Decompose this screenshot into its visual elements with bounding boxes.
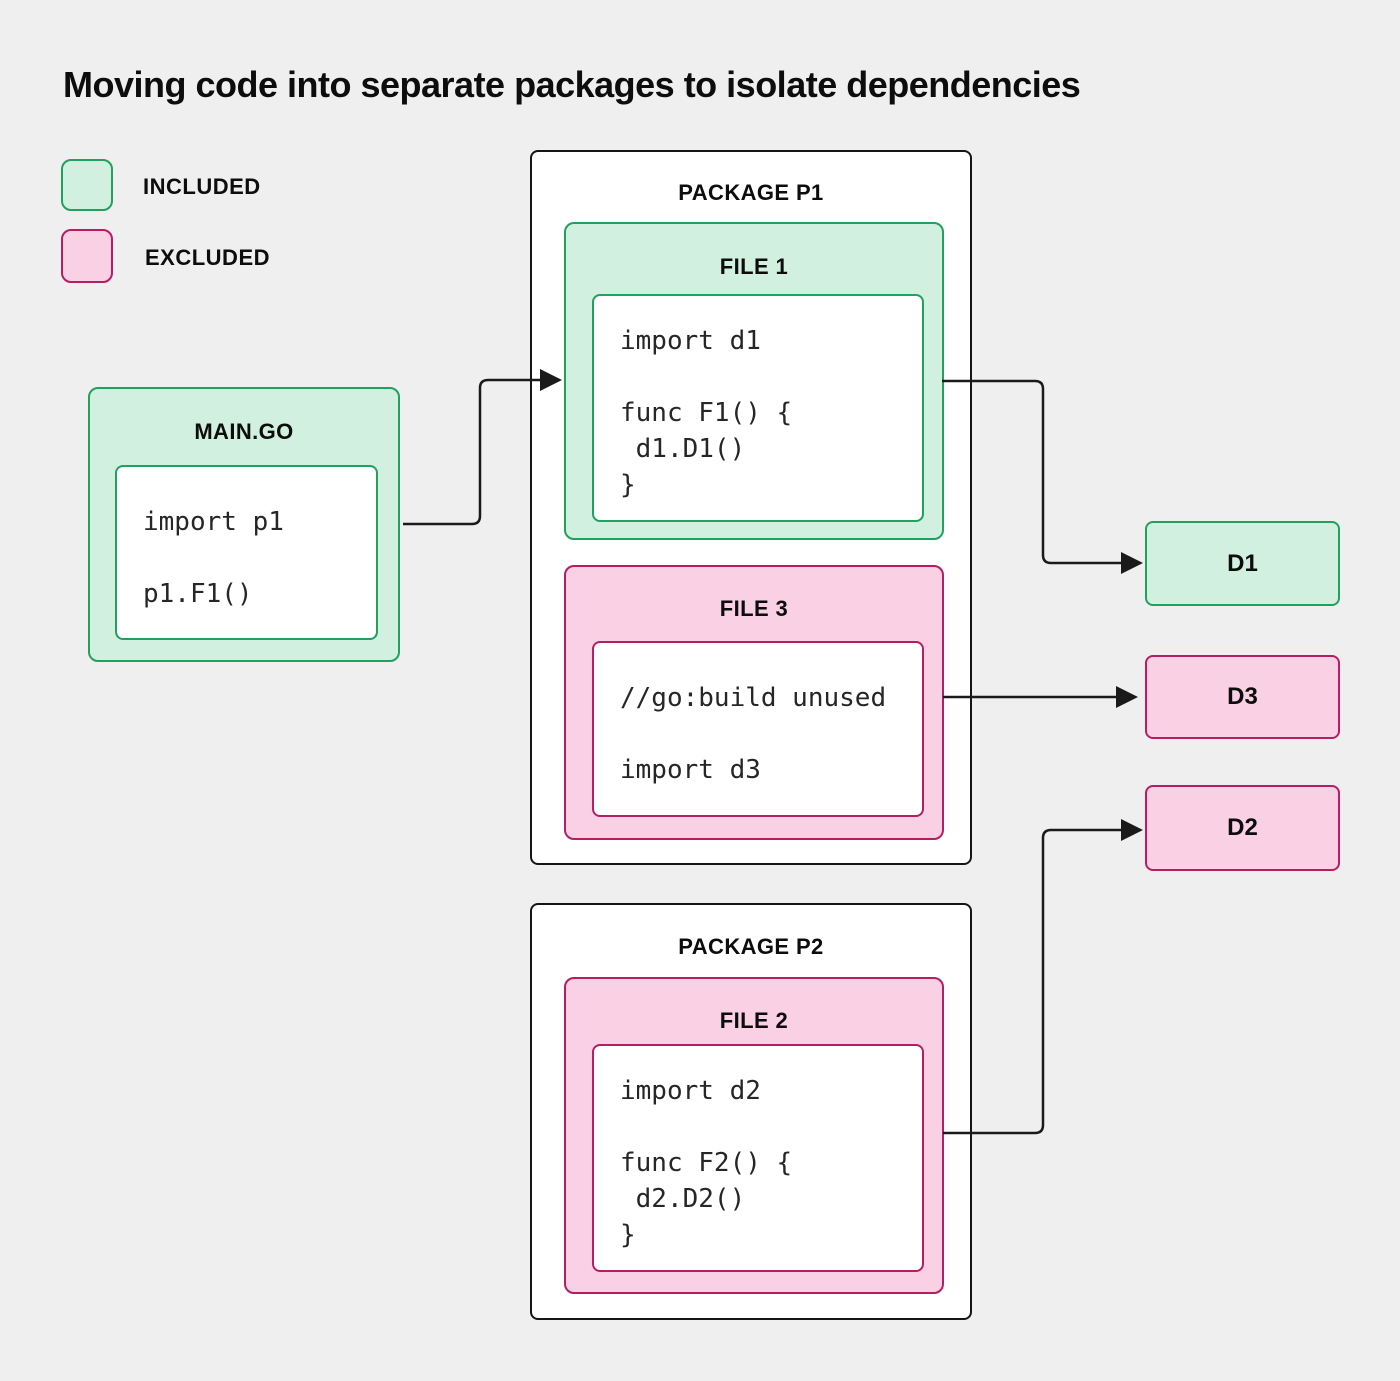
file2-title: FILE 2 [719,1008,789,1033]
d2-label: D2 [1227,814,1258,841]
arrowhead-icon [1121,819,1143,841]
arrow-file1-to-d1 [942,379,1143,574]
main-go-title: MAIN.GO [194,419,294,444]
page-title: Moving code into separate packages to is… [63,64,1081,105]
package-p2-box: PACKAGE P2 FILE 2 import d2 func F2() { … [530,903,972,1320]
file3-code: //go:build unused import d3 [620,683,887,785]
d2-box: D2 [1145,785,1340,871]
file3-title: FILE 3 [719,596,789,621]
d3-label: D3 [1227,683,1258,710]
arrowhead-icon [1116,686,1138,708]
main-go-code: import p1 p1.F1() [143,506,284,609]
arrow-file2-to-d2 [943,819,1143,1135]
file2-code-box: import d2 func F2() { d2.D2() } [592,1044,924,1272]
arrow-file3-to-d3 [943,686,1138,708]
file1-code-box: import d1 func F1() { d1.D1() } [592,294,924,522]
d1-label: D1 [1227,549,1258,577]
legend-excluded-label: EXCLUDED [145,245,271,270]
file1-box: FILE 1 import d1 func F1() { d1.D1() } [564,222,944,540]
package-p1-box: PACKAGE P1 FILE 1 import d1 func F1() { … [530,150,972,865]
legend-excluded-swatch [61,229,113,283]
package-p2-title: PACKAGE P2 [678,934,824,959]
file1-code: import d1 func F1() { d1.D1() } [620,326,793,500]
d3-box: D3 [1145,655,1340,739]
file1-title: FILE 1 [719,254,789,279]
file3-box: FILE 3 //go:build unused import d3 [564,565,944,840]
d1-box: D1 [1145,521,1340,606]
file2-code: import d2 func F2() { d2.D2() } [620,1076,793,1250]
file2-box: FILE 2 import d2 func F2() { d2.D2() } [564,977,944,1294]
legend-included-swatch [61,159,113,211]
arrowhead-icon [1121,552,1143,574]
legend-included-label: INCLUDED [143,174,261,199]
main-go-box: MAIN.GO import p1 p1.F1() [88,387,400,662]
package-p1-title: PACKAGE P1 [678,180,824,205]
main-go-code-box: import p1 p1.F1() [115,465,378,640]
file3-code-box: //go:build unused import d3 [592,641,924,817]
